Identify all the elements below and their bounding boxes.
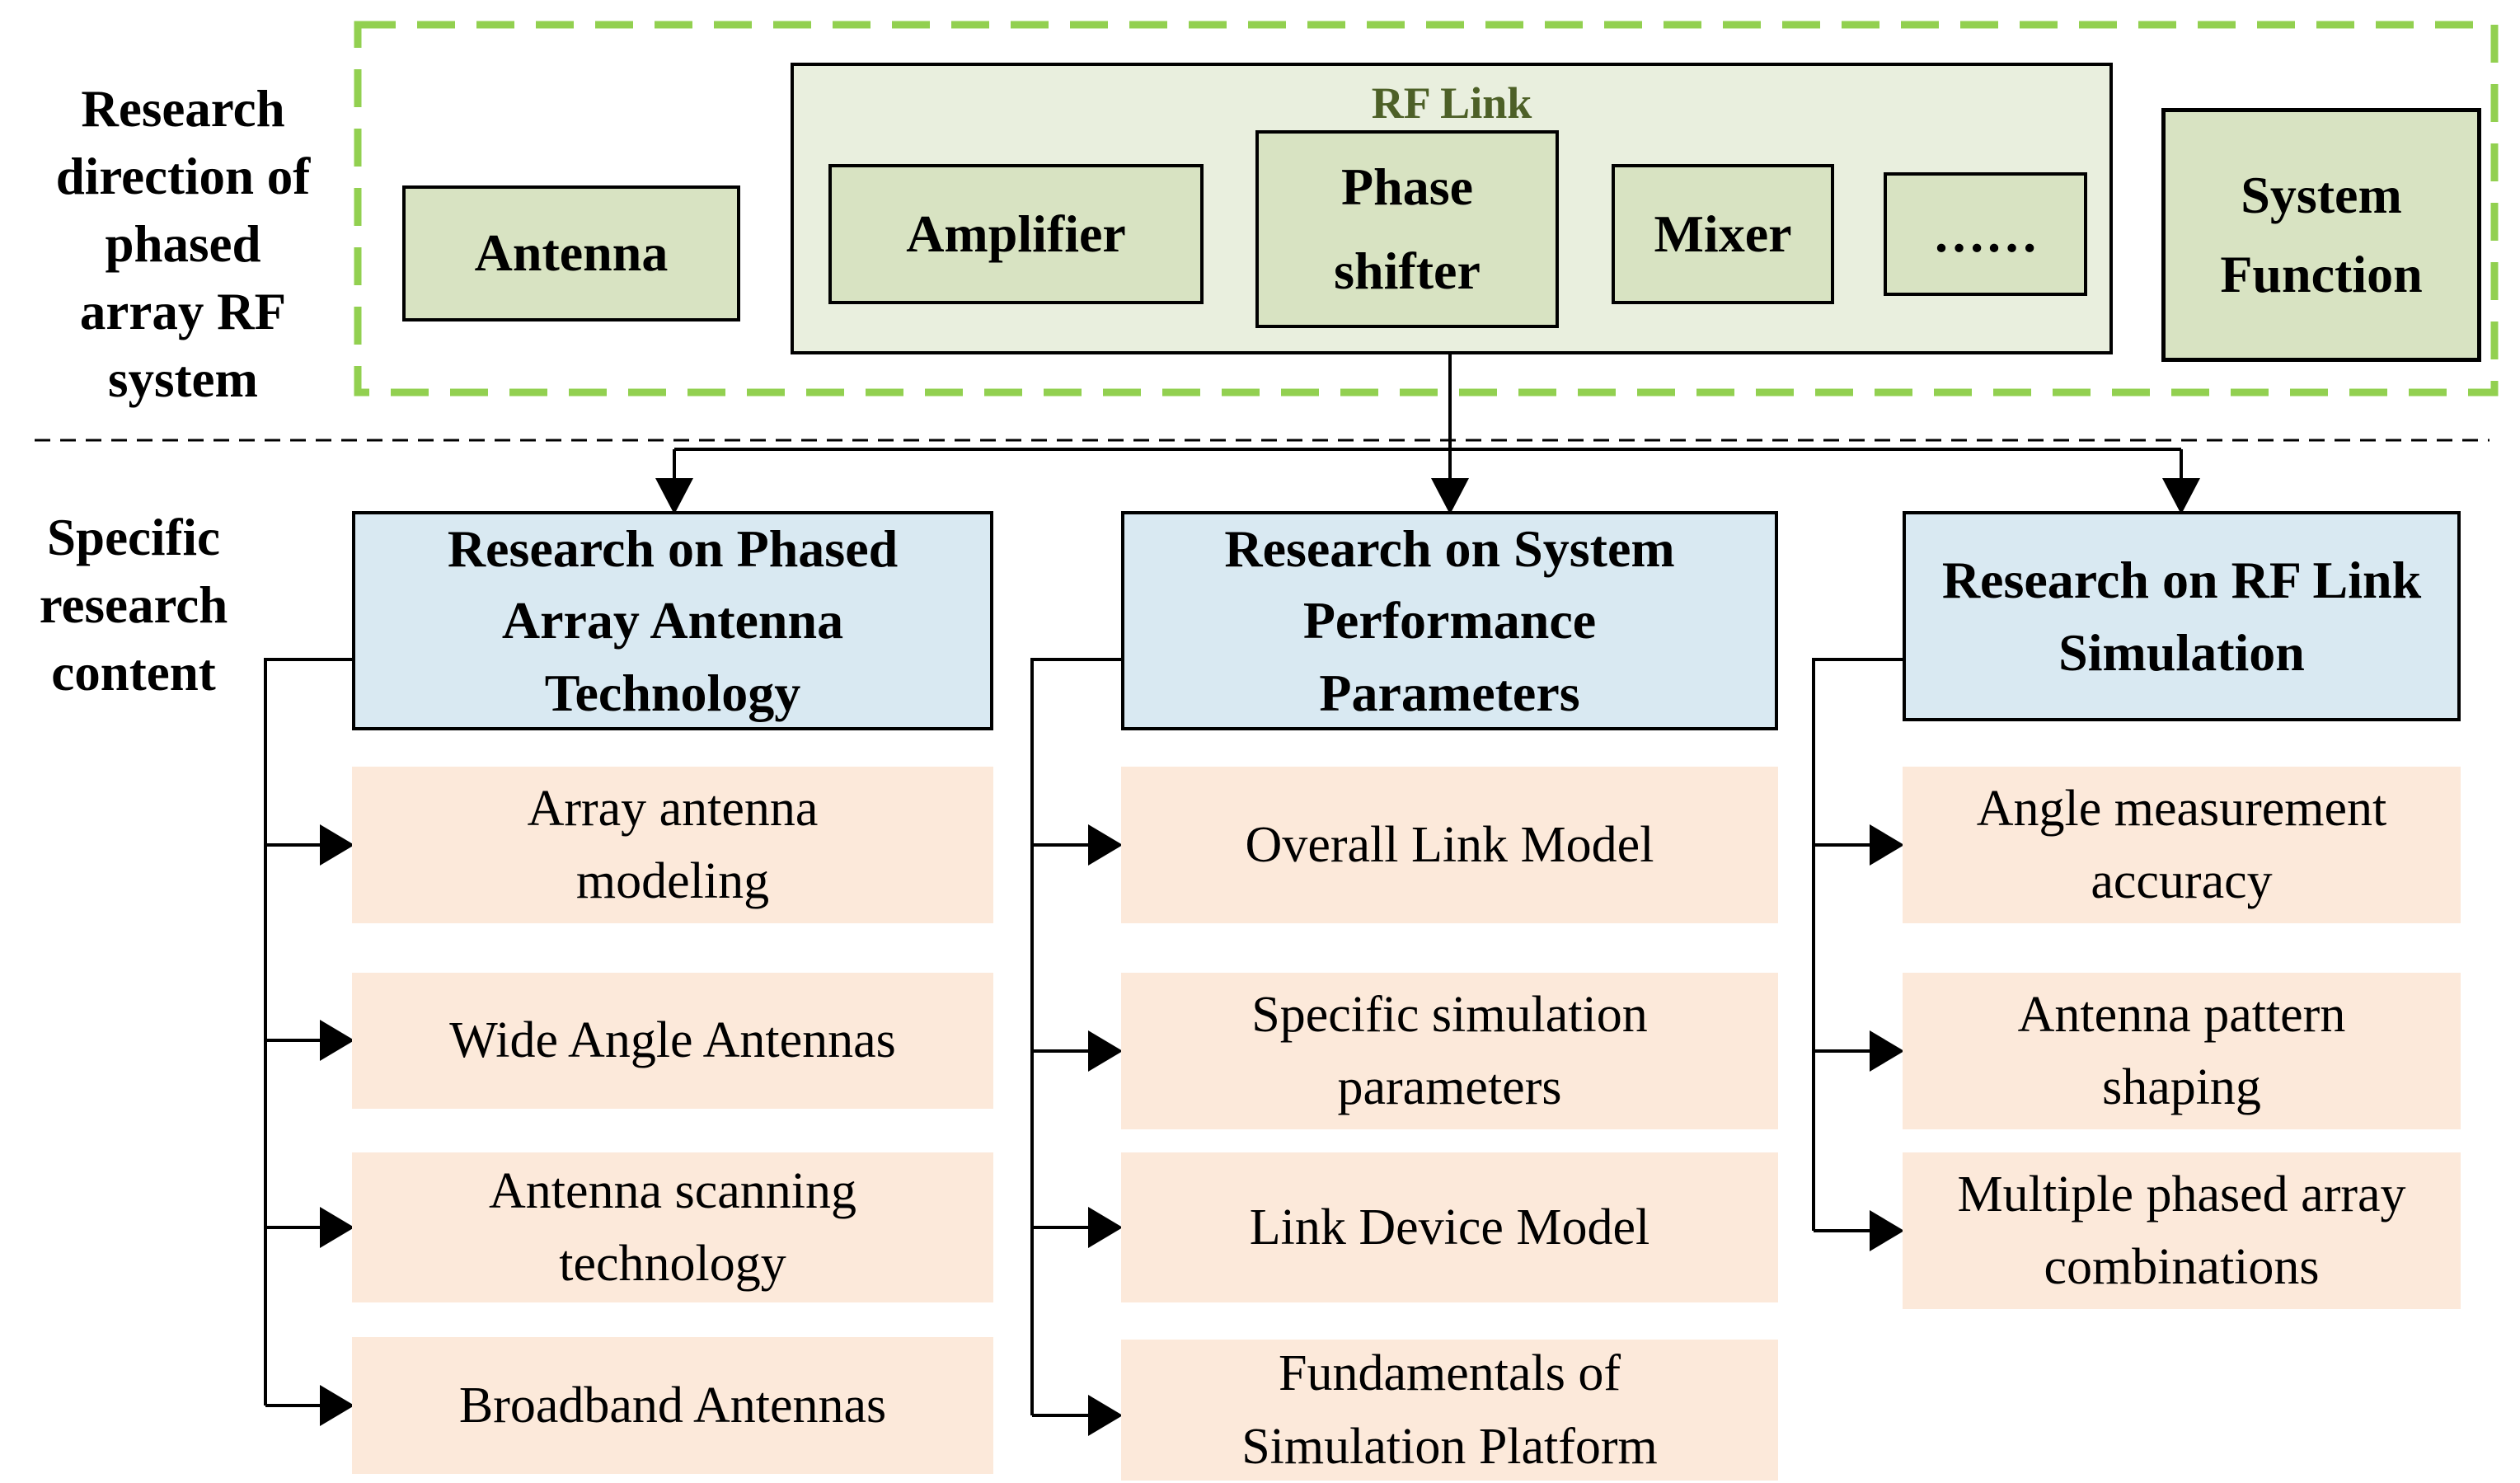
rf-link-title: RF Link — [1371, 78, 1532, 128]
branch1-connector-line — [264, 658, 355, 1406]
item-line: parameters — [1337, 1059, 1562, 1115]
branch1-header: Research on Phased Array Antenna Technol… — [352, 511, 993, 730]
label-line: Specific — [47, 509, 220, 566]
branch2-header: Research on System Performance Parameter… — [1121, 511, 1778, 730]
item-line: Multiple phased array — [1957, 1166, 2406, 1223]
header-line: Research on RF Link — [1941, 551, 2422, 610]
branch3-item: Multiple phased array combinations — [1903, 1152, 2461, 1309]
item-line: Link Device Model — [1249, 1199, 1650, 1255]
phase-shifter-box: Phase shifter — [1255, 130, 1559, 328]
arrow-right-icon — [1088, 1030, 1123, 1072]
header-line: Research on Phased — [447, 519, 899, 579]
header-line: Array Antenna — [501, 591, 844, 650]
branch1-item: Broadband Antennas — [352, 1337, 993, 1474]
item-line: technology — [559, 1236, 786, 1292]
mixer-label: Mixer — [1654, 204, 1792, 263]
item-line: Antenna scanning — [489, 1162, 856, 1219]
branch3-item: Angle measurement accuracy — [1903, 767, 2461, 923]
item-line: shaping — [2102, 1059, 2261, 1115]
system-function-box: System Function — [2161, 108, 2481, 362]
arrow-down-icon — [2162, 478, 2200, 514]
item-line: Array antenna — [527, 780, 819, 837]
amplifier-box: Amplifier — [828, 164, 1204, 304]
arrow-right-icon — [1088, 1395, 1123, 1436]
amplifier-label: Amplifier — [906, 204, 1126, 263]
item-line: Broadband Antennas — [458, 1377, 887, 1434]
research-direction-label: Research direction of phased array RF sy… — [10, 76, 356, 413]
phase-shifter-line: shifter — [1334, 242, 1481, 300]
arrow-right-icon — [1088, 824, 1123, 866]
arrow-right-icon — [1870, 1210, 1904, 1251]
label-line: direction of — [55, 147, 311, 205]
header-line: Research on System — [1224, 519, 1675, 579]
label-line: Research — [81, 80, 285, 138]
arrow-right-icon — [320, 1207, 354, 1248]
ellipsis-box: …… — [1884, 172, 2087, 296]
arrow-down-icon — [655, 478, 693, 514]
arrow-down-icon — [1431, 478, 1469, 514]
branch3-header: Research on RF Link Simulation — [1903, 511, 2461, 721]
branch1-item: Wide Angle Antennas — [352, 973, 993, 1109]
label-line: system — [108, 350, 258, 408]
branch2-item: Specific simulation parameters — [1121, 973, 1778, 1129]
arrow-right-icon — [320, 1385, 354, 1426]
branch2-connector-line — [1030, 658, 1124, 1415]
system-function-line: System — [2241, 166, 2402, 224]
label-line: research — [39, 575, 228, 634]
branch3-item: Antenna pattern shaping — [1903, 973, 2461, 1129]
arrow-right-icon — [1870, 824, 1904, 866]
item-line: Fundamentals of — [1279, 1345, 1621, 1402]
item-line: modeling — [575, 853, 770, 909]
arrow-right-icon — [1870, 1030, 1904, 1072]
branch3-connector-line — [1812, 658, 1906, 1231]
branch2-item: Fundamentals of Simulation Platform — [1121, 1340, 1778, 1481]
phase-shifter-line: Phase — [1341, 157, 1473, 216]
branch1-item: Array antenna modeling — [352, 767, 993, 923]
item-line: accuracy — [2091, 853, 2273, 909]
arrow-right-icon — [320, 824, 354, 866]
system-function-line: Function — [2220, 245, 2423, 303]
mixer-box: Mixer — [1612, 164, 1834, 304]
header-line: Technology — [544, 663, 801, 722]
antenna-box: Antenna — [402, 185, 740, 321]
specific-research-content-label: Specific research content — [10, 505, 257, 707]
item-line: Specific simulation — [1251, 986, 1648, 1043]
item-line: Antenna pattern — [2017, 986, 2346, 1043]
ellipsis-label: …… — [1932, 204, 2039, 263]
header-line: Simulation — [2058, 622, 2305, 682]
research-direction-frame — [354, 21, 2499, 397]
branch2-item: Overall Link Model — [1121, 767, 1778, 923]
label-line: phased — [105, 214, 261, 273]
item-line: Angle measurement — [1976, 780, 2387, 837]
item-line: Wide Angle Antennas — [449, 1012, 896, 1069]
arrow-right-icon — [320, 1020, 354, 1061]
item-line: combinations — [2044, 1239, 2320, 1295]
label-line: content — [51, 643, 216, 702]
branch1-item: Antenna scanning technology — [352, 1152, 993, 1302]
item-line: Simulation Platform — [1241, 1418, 1658, 1475]
label-line: array RF — [79, 282, 287, 340]
header-line: Parameters — [1319, 663, 1580, 722]
header-line: Performance — [1302, 591, 1597, 650]
branch2-item: Link Device Model — [1121, 1152, 1778, 1302]
arrow-right-icon — [1088, 1207, 1123, 1248]
item-line: Overall Link Model — [1245, 816, 1654, 873]
antenna-label: Antenna — [474, 223, 669, 283]
